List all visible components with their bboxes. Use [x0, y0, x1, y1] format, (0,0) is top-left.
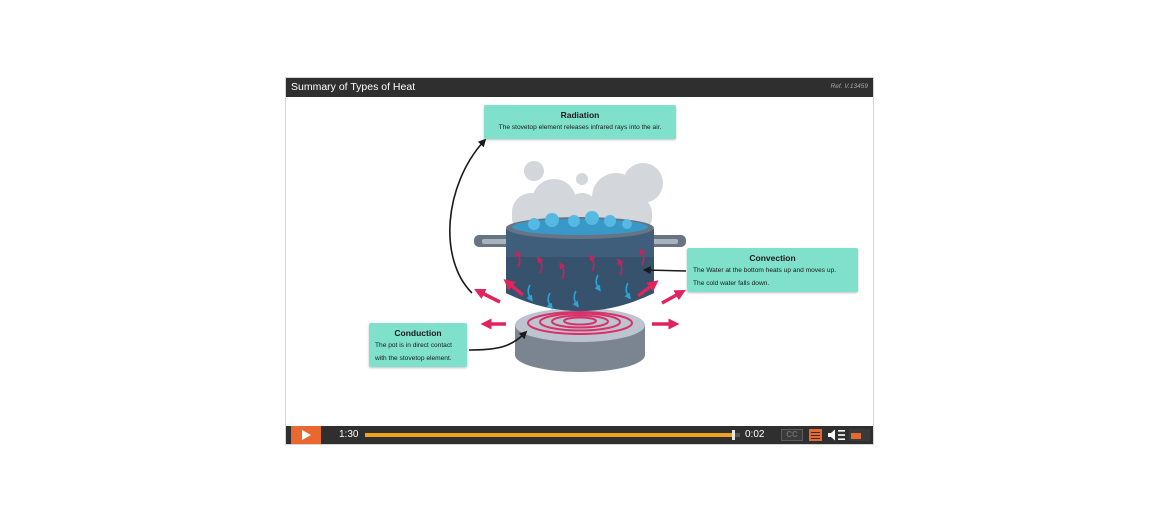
seek-bar[interactable] [365, 430, 740, 440]
conduction-heading: Conduction [394, 328, 442, 338]
seek-handle[interactable] [731, 430, 735, 440]
remaining-time: 0:02 [745, 429, 765, 440]
volume-level [851, 433, 862, 439]
convection-description-line-2: The cold water falls down. [693, 280, 770, 287]
callout-connectors [449, 138, 687, 351]
radiation-arrows [473, 279, 686, 330]
radiation-description: The stovetop element releases infrared r… [498, 124, 662, 131]
convection-description-line-1: The Water at the bottom heats up and mov… [693, 267, 837, 274]
captions-icon: CC [786, 430, 798, 439]
volume-slider[interactable] [849, 429, 870, 441]
seek-progress [365, 433, 733, 437]
elapsed-time: 1:30 [339, 429, 359, 440]
video-player: Summary of Types of Heat Ref. V.13459 [285, 77, 874, 445]
convection-callout: Convection The Water at the bottom heats… [687, 248, 858, 292]
play-button[interactable] [291, 426, 321, 444]
conduction-description-line-2: with the stovetop element. [375, 355, 452, 362]
slide-stage: Radiation The stovetop element releases … [286, 97, 873, 426]
conduction-callout: Conduction The pot is in direct contact … [369, 323, 467, 367]
volume-icon[interactable] [827, 428, 847, 442]
pot-illustration [449, 138, 687, 372]
title-bar: Summary of Types of Heat Ref. V.13459 [286, 78, 873, 97]
play-icon [302, 430, 311, 440]
captions-button[interactable]: CC [781, 429, 803, 441]
pot [474, 211, 686, 311]
convection-arrows [515, 248, 646, 310]
conduction-description-line-1: The pot is in direct contact [375, 342, 452, 349]
slide-title: Summary of Types of Heat [291, 81, 416, 93]
menu-button[interactable] [809, 429, 822, 441]
radiation-heading: Radiation [560, 110, 600, 120]
playback-controls: 1:30 0:02 CC [286, 426, 873, 444]
convection-heading: Convection [749, 253, 796, 263]
reference-code: Ref. V.13459 [830, 83, 868, 90]
stovetop [515, 308, 645, 372]
radiation-callout: Radiation The stovetop element releases … [484, 105, 676, 139]
